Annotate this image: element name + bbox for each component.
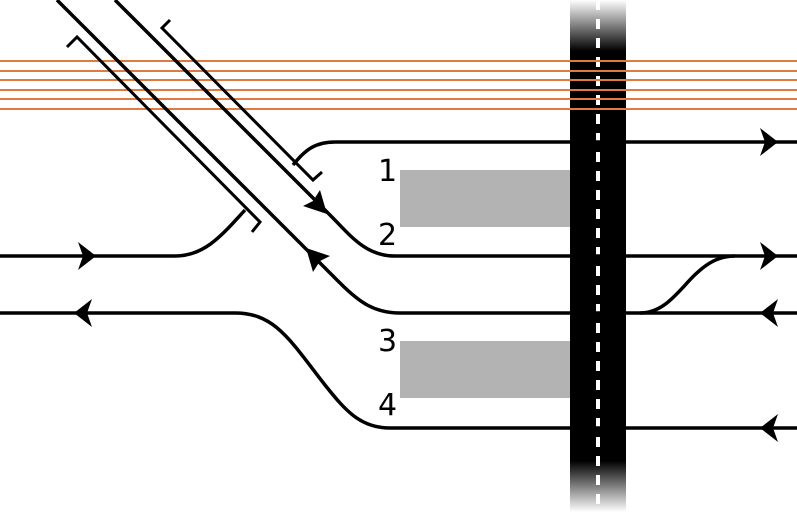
track-diagonal-up (55, 0, 797, 315)
arrow-left-icon (74, 299, 92, 327)
track-1 (291, 140, 797, 167)
platform-3-4 (400, 341, 572, 398)
track-label-1: 1 (378, 154, 397, 189)
direction-arrows (74, 128, 778, 442)
track-diagonal-down (113, 0, 797, 258)
track-left-out (0, 311, 797, 430)
bridge-parapet-right (159, 18, 323, 183)
track-crossover (639, 254, 736, 315)
arrow-right-icon (78, 242, 96, 270)
track-left-in (0, 208, 247, 258)
arrow-left-icon (760, 414, 778, 442)
arrow-down-right-icon (303, 190, 327, 214)
track-label-2: 2 (378, 218, 397, 253)
arrow-left-icon (760, 299, 778, 327)
bridge-parapet-left (65, 34, 263, 233)
arrow-up-left-icon (306, 248, 330, 272)
platform-1-2 (400, 170, 572, 227)
track-label-4: 4 (378, 388, 397, 423)
track-label-3: 3 (378, 324, 397, 359)
arrow-right-icon (760, 128, 778, 156)
overhead-wires (0, 60, 797, 110)
tracks (0, 0, 797, 430)
arrow-right-icon (760, 242, 778, 270)
